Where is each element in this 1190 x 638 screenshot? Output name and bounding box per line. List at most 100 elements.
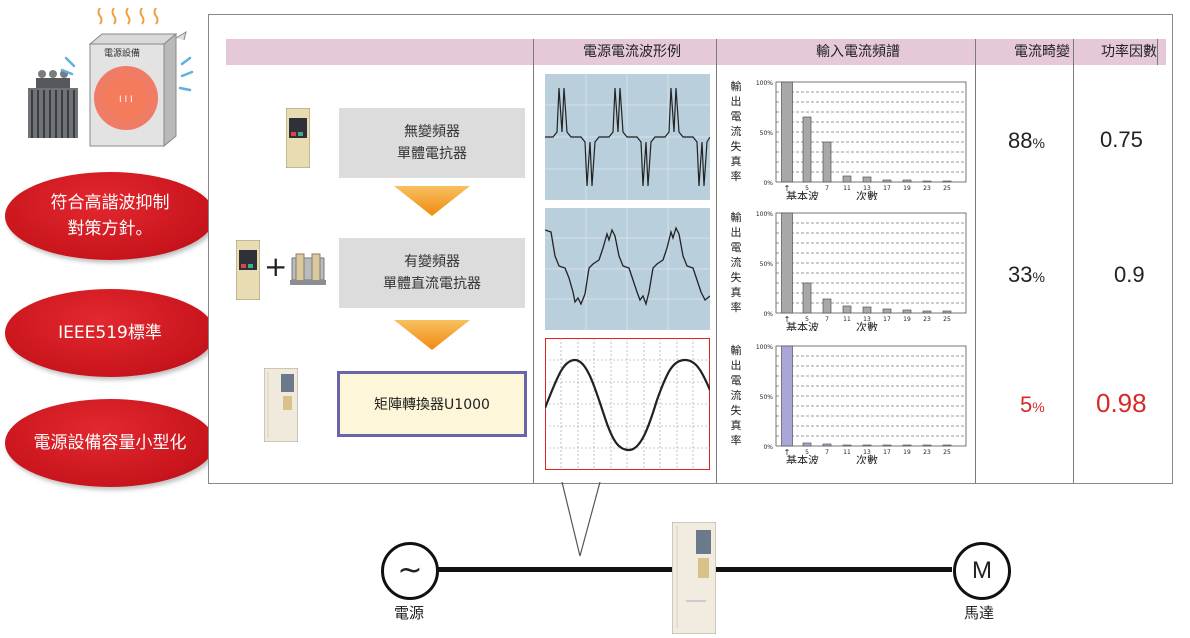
y-axis-label-char: 電 <box>731 374 742 387</box>
matrix-converter-icon <box>263 367 299 446</box>
spectrum-bar <box>822 298 832 314</box>
col-waveform-header: 電源電流波形例 <box>583 44 681 60</box>
x-tick-label: 7 <box>825 316 829 323</box>
down-arrow-icon <box>394 186 470 220</box>
spectrum-bar <box>922 310 932 314</box>
y-tick-label: 0% <box>763 444 773 451</box>
ieee519-bubble: IEEE519標準 <box>5 289 215 377</box>
distortion-unit: % <box>1032 399 1045 415</box>
x-tick-label: 13 <box>863 449 871 456</box>
source-label: 電源 <box>394 604 425 622</box>
y-tick-label: 50% <box>760 130 774 137</box>
y-axis-label-char: 真 <box>731 418 742 432</box>
y-axis-label-char: 流 <box>731 124 742 138</box>
y-axis-label-char: 流 <box>731 255 742 269</box>
method-label: 有變頻器 <box>404 254 460 270</box>
y-tick-label: 0% <box>763 311 773 318</box>
x-axis-label-fundamental: 基本波 <box>786 189 819 200</box>
waveform-with-inverter <box>544 208 711 330</box>
x-tick-label: 13 <box>863 185 871 192</box>
spectrum-bar <box>862 444 872 447</box>
spectrum-bar <box>842 175 852 183</box>
x-tick-label: 17 <box>883 185 891 192</box>
y-axis-label-char: 失 <box>731 404 742 417</box>
x-tick-label: 25 <box>943 316 951 323</box>
spectrum-bar <box>882 179 892 183</box>
bubble-text-2: IEEE519標準 <box>58 323 162 343</box>
y-tick-label: 50% <box>760 261 774 268</box>
power-factor-value-2: 0.9 <box>1114 262 1145 287</box>
bubble-text-1: 符合高諧波抑制 對策方針。 <box>50 193 170 239</box>
y-axis-label-char: 出 <box>731 225 742 239</box>
waveform-matrix-converter <box>543 337 712 471</box>
x-tick-label: 11 <box>843 449 851 456</box>
x-tick-label: 11 <box>843 185 851 192</box>
y-axis-label-char: 輸 <box>731 79 742 93</box>
x-tick-label: 13 <box>863 316 871 323</box>
spectrum-bar <box>802 116 812 183</box>
method-label: 矩陣轉換器U1000 <box>374 397 490 413</box>
y-axis-label-char: 真 <box>731 154 742 168</box>
bubble-text-3: 電源設備容量小型化 <box>33 433 187 453</box>
x-tick-label: 25 <box>943 185 951 192</box>
x-axis-label-order: 次數 <box>856 189 878 200</box>
method-row-3: 矩陣轉換器U1000 <box>337 371 527 437</box>
spectrum-bar <box>802 442 812 447</box>
equipment-label: 電源設備 <box>104 49 141 59</box>
x-tick-label: 7 <box>825 449 829 456</box>
fundamental-arrow-icon: ↑ <box>784 315 791 324</box>
spectrum-bar <box>842 305 852 314</box>
divider <box>1073 39 1074 483</box>
spectrum-bar <box>922 444 932 447</box>
y-tick-label: 100% <box>756 211 773 218</box>
motor-symbol: M <box>972 557 992 584</box>
y-axis-label-char: 輸 <box>731 343 742 357</box>
distortion-number: 33 <box>1008 262 1033 287</box>
spectrum-bar <box>902 309 912 314</box>
x-tick-label: 19 <box>903 449 911 456</box>
method-label: 無變頻器 <box>404 124 460 140</box>
x-tick-label: 11 <box>843 316 851 323</box>
y-axis-label-char: 失 <box>731 271 742 284</box>
spectrum-bar <box>802 282 812 314</box>
x-tick-label: 5 <box>805 185 809 192</box>
y-axis-label-char: 失 <box>731 140 742 153</box>
svg-text:I I I: I I I <box>119 95 133 105</box>
x-tick-label: 19 <box>903 185 911 192</box>
plus-sign: + <box>264 250 288 283</box>
y-tick-label: 100% <box>756 344 773 351</box>
spectrum-bar <box>882 308 892 314</box>
harmonic-policy-bubble: 符合高諧波抑制 對策方針。 <box>5 172 215 260</box>
spectrum-bar <box>781 212 793 314</box>
spectrum-bar <box>822 141 832 183</box>
method-row-1: 無變頻器 單體電抗器 <box>339 108 525 178</box>
y-axis-label-char: 輸 <box>731 210 742 224</box>
spectrum-bar <box>862 176 872 183</box>
power-factor-value-3: 0.98 <box>1096 388 1147 418</box>
x-tick-label: 7 <box>825 185 829 192</box>
distortion-value-3: 5% <box>1020 392 1045 418</box>
spectrum-bar <box>882 444 892 447</box>
x-tick-label: 5 <box>805 316 809 323</box>
x-tick-label: 23 <box>923 316 931 323</box>
x-axis-label-order: 次數 <box>856 453 878 464</box>
table-header: 電源電流波形例 輸入電流頻譜 電流畸變 功率因數 <box>226 39 1166 65</box>
x-axis-label-fundamental: 基本波 <box>786 320 819 331</box>
motor-icon: M <box>953 542 1011 600</box>
x-tick-label: 23 <box>923 185 931 192</box>
x-tick-label: 25 <box>943 449 951 456</box>
matrix-converter-device-icon <box>671 521 717 638</box>
y-axis-label-char: 率 <box>731 433 742 447</box>
y-axis-label-char: 電 <box>731 241 742 254</box>
distortion-number: 88 <box>1008 128 1033 153</box>
divider <box>533 39 534 483</box>
capacity-reduction-bubble: 電源設備容量小型化 <box>5 399 215 487</box>
callout-pointer <box>556 481 606 562</box>
down-arrow-icon <box>394 320 470 354</box>
x-axis-label-fundamental: 基本波 <box>786 453 819 464</box>
